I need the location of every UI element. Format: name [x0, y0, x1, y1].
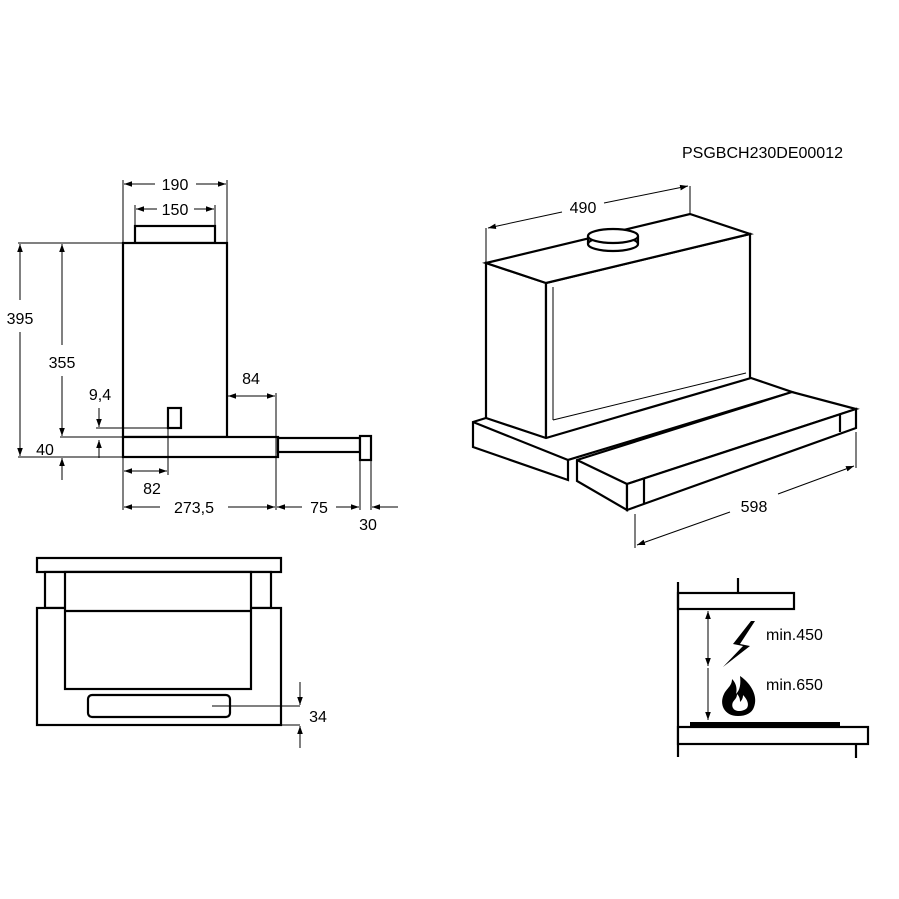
dim-190: 190: [162, 177, 189, 194]
side-base: [121, 435, 280, 459]
clearance-min-electric: min.450: [766, 627, 823, 644]
dim-490: 490: [570, 200, 597, 217]
dim-82: 82: [143, 481, 161, 498]
dim-84: 84: [242, 371, 260, 388]
side-drawer: [276, 436, 362, 454]
clearance-hob: [676, 725, 870, 746]
side-control: [166, 406, 183, 430]
dim-273-5: 273,5: [174, 500, 214, 517]
dim-150: 150: [162, 202, 189, 219]
side-outlet: [133, 224, 217, 245]
drawing-code: PSGBCH230DE00012: [682, 145, 843, 162]
isometric-view: 490 598: [471, 184, 860, 548]
dim-9-4: 9,4: [89, 387, 111, 404]
dim-75: 75: [310, 500, 328, 517]
iso-drawer-front: [625, 407, 858, 512]
front-control-panel: [86, 693, 232, 719]
dim-395: 395: [7, 311, 34, 328]
dim-40: 40: [36, 442, 54, 459]
lightning-icon: [723, 621, 755, 667]
clearance-view: min.450 min.650: [676, 578, 870, 758]
dim-34: 34: [309, 709, 327, 726]
flame-icon: [722, 676, 756, 716]
front-view: 34: [35, 556, 327, 748]
dim-598: 598: [741, 499, 768, 516]
clearance-min-gas: min.650: [766, 677, 823, 694]
dim-30: 30: [359, 517, 377, 534]
side-view: 190 150 395 355 9,4 40 84 82 273,5 75: [7, 177, 398, 534]
side-front-handle: [358, 434, 373, 462]
dim-355: 355: [49, 355, 76, 372]
clearance-hood: [676, 591, 796, 611]
side-body: [121, 241, 229, 439]
